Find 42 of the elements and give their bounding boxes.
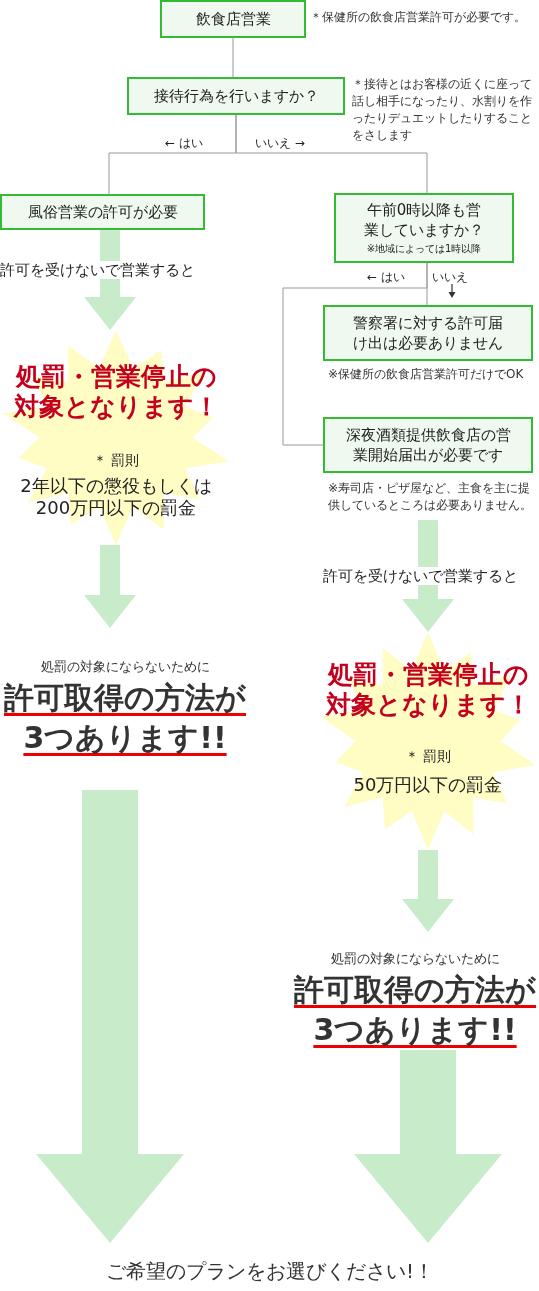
- box-label: 午前0時以降も営業していますか？: [363, 200, 485, 240]
- block-arrow: [35, 790, 185, 1243]
- process-box: [0, 194, 205, 230]
- question-box: [127, 77, 345, 115]
- box-label: 飲食店営業: [195, 9, 271, 29]
- box-label: 風俗営業の許可が必要: [27, 202, 178, 222]
- penalty-text: 2年以下の懲役もしくは200万円以下の罰金: [19, 475, 213, 519]
- note-text: ※保健所の飲食店営業許可だけでOK: [328, 366, 525, 383]
- connector-line: [232, 37, 234, 78]
- edge-label: 許可を受けないで営業すると: [0, 261, 195, 279]
- note-text: ＊保健所の飲食店営業許可が必要です。: [310, 9, 527, 26]
- question-box: [334, 193, 514, 263]
- box-label: 深夜酒類提供飲食店の営業開始届出が必要です: [344, 425, 512, 465]
- warning-text: 処罰・営業停止の対象となります！: [12, 362, 220, 422]
- closing-text: ご希望のプランをお選びください!！: [60, 1243, 480, 1291]
- penalty-text: 50万円以下の罰金: [352, 774, 504, 796]
- edge-label: ← はい: [367, 270, 405, 284]
- box-label: 接待行為を行いますか？: [153, 86, 319, 106]
- penalty-heading: ＊ 罰則: [403, 748, 453, 766]
- block-arrow: [402, 850, 454, 932]
- edge-label: ← はい: [165, 136, 203, 150]
- block-arrow: [84, 545, 136, 628]
- box-label: 警察署に対する許可届け出は必要ありません: [352, 313, 504, 353]
- intro-text: 処罰の対象にならないために: [329, 950, 501, 968]
- block-arrow: [402, 520, 454, 632]
- connector-line: [235, 114, 428, 194]
- headline-text: 許可取得の方法が3つあります!!: [293, 971, 537, 1049]
- edge-label: いいえ →: [255, 136, 305, 150]
- connector-line: [282, 262, 428, 446]
- penalty-heading: ＊ 罰則: [91, 452, 141, 470]
- process-box: [323, 305, 533, 361]
- note-text: ＊接待とはお客様の近くに座って話し相手になったり、水割りを作ったりデュエットしたりすることをさします: [352, 76, 533, 144]
- note-text: ※地域によっては1時以降: [366, 242, 482, 256]
- process-box: [160, 0, 306, 38]
- warning-text: 処罰・営業停止の対象となります！: [324, 660, 532, 720]
- edge-label: いいえ: [432, 270, 468, 284]
- block-arrow: [353, 1050, 503, 1243]
- block-arrow: [84, 230, 136, 330]
- headline-text: 許可取得の方法が3つあります!!: [3, 679, 247, 757]
- intro-text: 処罰の対象にならないために: [39, 658, 211, 676]
- edge-label: 許可を受けないで営業すると: [323, 567, 518, 585]
- note-text: ※寿司店・ピザ屋など、主食を主に提供しているところは必要ありません。: [328, 480, 533, 514]
